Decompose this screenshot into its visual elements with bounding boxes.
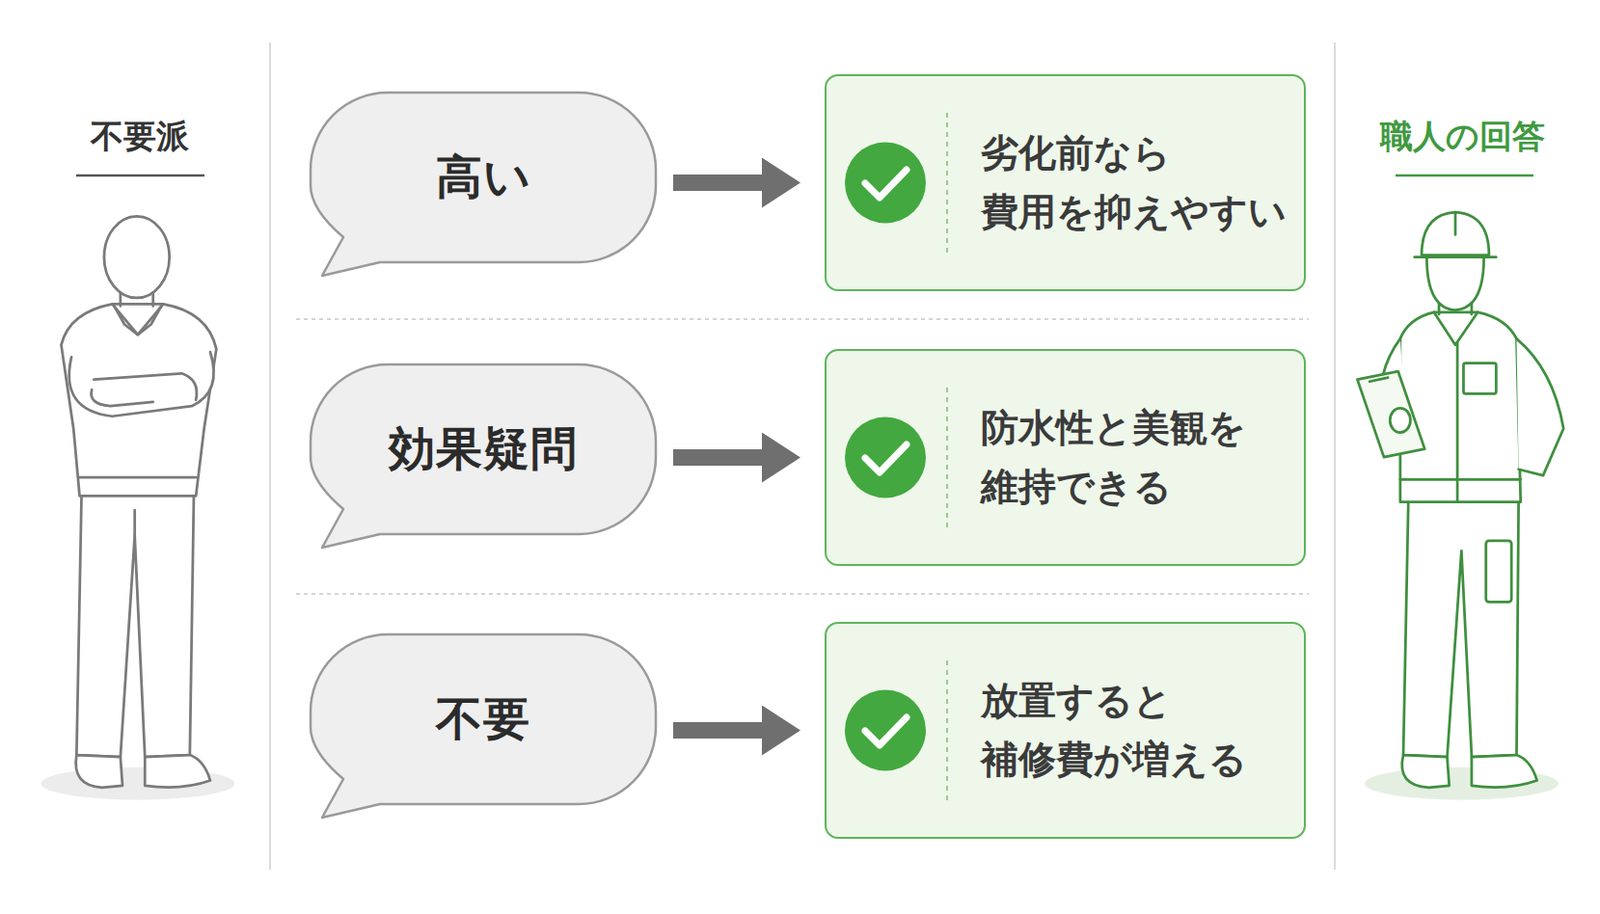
craftsman-figure: [1356, 212, 1564, 801]
figure-collar: [1434, 312, 1479, 346]
side-heading: 不要派: [90, 114, 190, 160]
answer-text: 放置すると 補修費が増える: [980, 672, 1304, 789]
answer-box: 放置すると 補修費が増える: [824, 622, 1306, 840]
figure-torso: [60, 303, 217, 496]
connector-layer: [673, 183, 764, 732]
objection-text: 効果疑問: [310, 364, 656, 535]
figure-head: [104, 216, 170, 299]
figure-jacket: [1400, 312, 1521, 503]
figure-arms: [91, 373, 197, 407]
divider-line: [269, 42, 272, 870]
clipboard: [1356, 371, 1425, 458]
bubble-shape: [310, 92, 656, 276]
flow-arrow: [673, 174, 764, 191]
divider-line: [1333, 42, 1336, 870]
figure-face: [1426, 257, 1484, 311]
flow-arrow: [673, 449, 764, 466]
objection-text: 高い: [310, 92, 656, 263]
answer-box: 防水性と美観を 維持できる: [824, 349, 1306, 567]
objection-text: 不要: [310, 634, 656, 805]
row-separator: [296, 593, 1309, 596]
figure-arms: [69, 352, 215, 417]
heading-underline: [76, 174, 205, 178]
leg-pocket: [1486, 541, 1512, 602]
figure-legs: [76, 489, 194, 758]
speech-bubble: 不要: [310, 634, 656, 805]
figure-detail: [80, 476, 197, 480]
chest-pocket: [1463, 363, 1496, 395]
figure-collar: [114, 305, 163, 335]
figure-hand: [1389, 407, 1411, 433]
clipboard: [1369, 378, 1388, 382]
row-separator: [296, 318, 1309, 321]
speech-bubble: 高い: [310, 92, 656, 263]
figure-shoe: [1471, 755, 1538, 788]
speech-bubble: 効果疑問: [310, 364, 656, 535]
figure-detail: [1400, 343, 1521, 503]
side-heading: 職人の回答: [1380, 114, 1546, 160]
figure-collar: [111, 303, 163, 335]
flow-arrow: [673, 722, 764, 739]
figure-detail: [133, 510, 136, 536]
answer-text: 防水性と美観を 維持できる: [980, 399, 1304, 516]
bubble-shape: [310, 364, 656, 548]
answer-box: 劣化前なら 費用を抑えやすい: [824, 74, 1306, 292]
figure-legs: [1403, 500, 1519, 759]
heading-underline: [1395, 174, 1534, 178]
figure-arm: [1516, 338, 1564, 476]
figure-shoe: [1402, 755, 1450, 788]
figure-helmet: [1414, 212, 1497, 258]
figure-shoe: [76, 755, 123, 788]
figure-shoe: [144, 755, 211, 788]
answer-text: 劣化前なら 費用を抑えやすい: [980, 124, 1304, 242]
bubble-shape: [310, 634, 656, 818]
skeptic-figure: [40, 216, 235, 800]
